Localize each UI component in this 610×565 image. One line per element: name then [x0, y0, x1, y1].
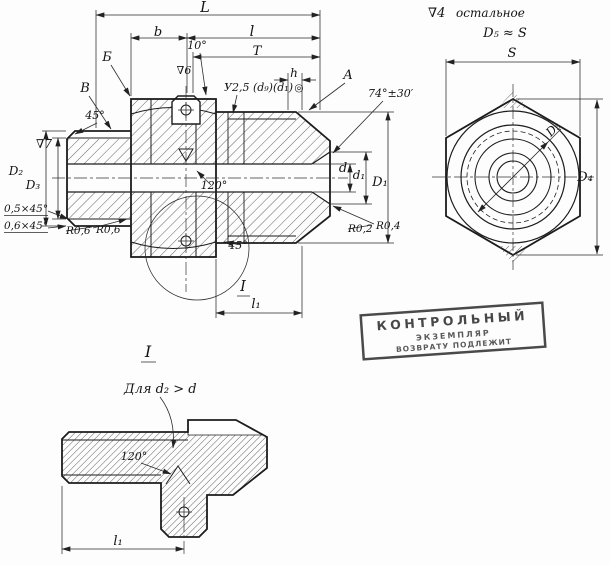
dim-label-d: d — [339, 161, 347, 176]
dim-label-l1: l₁ — [251, 297, 260, 312]
angle-label-120: 120° — [201, 179, 228, 192]
radius-note-r04: R0,4 — [375, 220, 401, 232]
detail-view: I Для d₂ > d 120° l₁ — [61, 342, 268, 556]
detail-view-linework — [61, 419, 268, 556]
angle-label-45-left: 45° — [84, 109, 105, 122]
finish-mark-7-icon: ∇7 — [36, 137, 52, 151]
finish-note-text: остальное — [456, 6, 525, 20]
chamfer-note-06: 0,6×45° — [4, 220, 48, 232]
angle-label-120-detail: 120° — [121, 450, 148, 463]
control-stamp: КОНТРОЛЬНЫЙ ЭКЗЕМПЛЯР ВОЗВРАТУ ПОДЛЕЖИТ — [359, 301, 547, 361]
radius-note-r02: R0,2 — [347, 223, 373, 235]
main-view: L b l Т Б В 10° ∇6 У2,5 (d₉)(d₁) ◎ h А 7… — [4, 0, 414, 318]
stamp-triangle-icon — [178, 148, 194, 162]
dim-label-l: l — [250, 24, 255, 40]
angle-label-10: 10° — [187, 39, 207, 52]
dim-label-D2: D₂ — [8, 164, 24, 178]
dim-label-T: Т — [253, 44, 263, 59]
detail-reference-mark: I — [239, 279, 246, 295]
dim-label-S: S — [508, 46, 517, 61]
surface-finish-icon: ∇4 — [428, 6, 445, 21]
angle-label-74: 74°±30′ — [368, 87, 414, 100]
detail-view-labels: I Для d₂ > d 120° l₁ — [113, 342, 196, 549]
detail-title: I — [144, 342, 152, 361]
detail-condition-note: Для d₂ > d — [123, 382, 197, 397]
angle-label-45-bottom: 45° — [227, 239, 248, 252]
end-view-dimensions — [445, 59, 603, 256]
ref-label-V: В — [79, 81, 90, 96]
detail-circle-I — [144, 195, 250, 301]
thread-note: У2,5 (d₉)(d₁) — [224, 81, 293, 94]
dim-label-d1: d₁ — [353, 168, 366, 182]
end-view: ∇4 остальное D₅ ≈ S — [428, 6, 603, 270]
dim-label-L: L — [199, 0, 210, 16]
ref-label-B: Б — [101, 50, 112, 65]
concentricity-icon: ◎ — [294, 82, 303, 94]
radius-note-r06b: R0,6 — [95, 224, 121, 236]
dim-label-D1: D₁ — [371, 175, 388, 190]
dim-label-D3: D₃ — [25, 178, 41, 192]
d5-relation-note: D₅ ≈ S — [482, 26, 527, 41]
ref-label-A: А — [342, 68, 353, 83]
center-mark-icon — [178, 233, 194, 249]
dim-label-D4: D₄ — [576, 170, 593, 185]
main-view-labels: L b l Т Б В 10° ∇6 У2,5 (d₉)(d₁) ◎ h А 7… — [4, 0, 414, 312]
dim-label-b: b — [154, 25, 162, 40]
dim-label-h: h — [290, 66, 298, 80]
chamfer-note-05: 0,5×45° — [4, 203, 48, 215]
center-mark-icon — [178, 102, 194, 118]
detail-view-dimensions — [61, 361, 185, 554]
center-marks — [178, 102, 194, 249]
main-view-dimensions — [4, 10, 394, 318]
finish-mark-6-icon: ∇6 — [177, 64, 192, 77]
center-mark-icon — [176, 504, 192, 520]
radius-note-r06a: R0,6 — [65, 225, 91, 237]
dim-label-l1-detail: l₁ — [113, 534, 122, 549]
finish-note: ∇4 остальное D₅ ≈ S — [428, 6, 527, 41]
